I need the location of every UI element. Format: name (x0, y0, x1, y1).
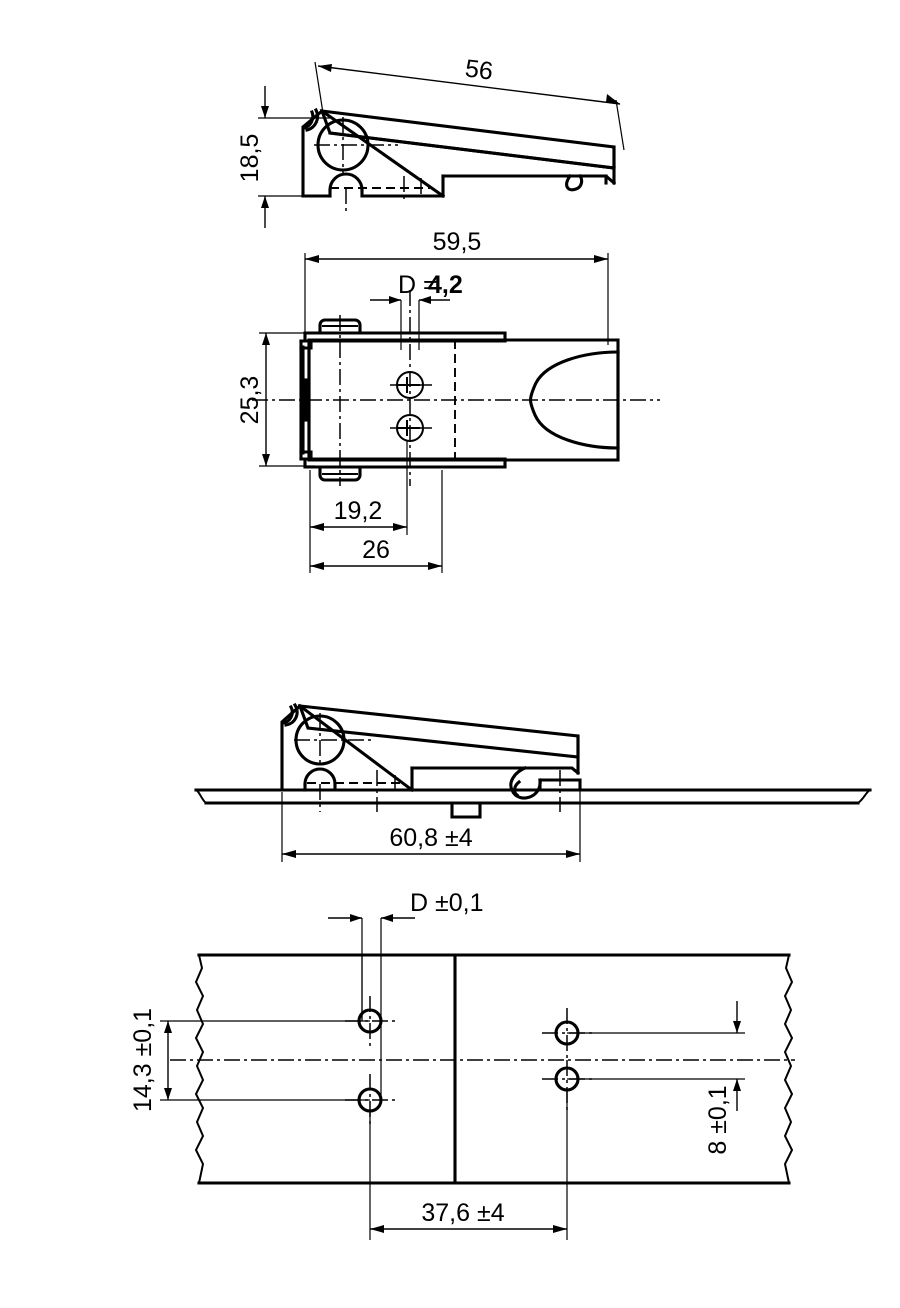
view-side-elevation: 18,5 56 (236, 54, 625, 228)
dim-19-2-label: 19,2 (334, 497, 383, 525)
dim-26-label: 26 (362, 536, 390, 564)
dim-d-tol-label: D ±0,1 (410, 889, 483, 917)
dim-60-8-label: 60,8 ±4 (389, 824, 472, 852)
dim-37-6-label: 37,6 ±4 (421, 1199, 504, 1227)
dim-8-label: 8 ±0,1 (704, 1085, 732, 1154)
dim-56-label: 56 (463, 54, 494, 85)
hole-right-lower (542, 1060, 595, 1110)
view-mounted-elevation: 60,8 ±4 (194, 702, 872, 862)
dim-d-value-label: 4,2 (428, 271, 463, 299)
dim-18-5-label: 18,5 (236, 134, 264, 183)
hole-left-upper (345, 996, 398, 1048)
hole-right-upper (542, 1008, 595, 1060)
dim-59-5-label: 59,5 (433, 228, 482, 256)
dim-d-prefix-label: D = (398, 271, 438, 299)
dim-14-3-label: 14,3 ±0,1 (129, 1008, 157, 1112)
view-plan: 59,5 D = 4,2 25,3 19,2 (236, 228, 660, 573)
view-hole-pattern: D ±0,1 (129, 889, 795, 1240)
